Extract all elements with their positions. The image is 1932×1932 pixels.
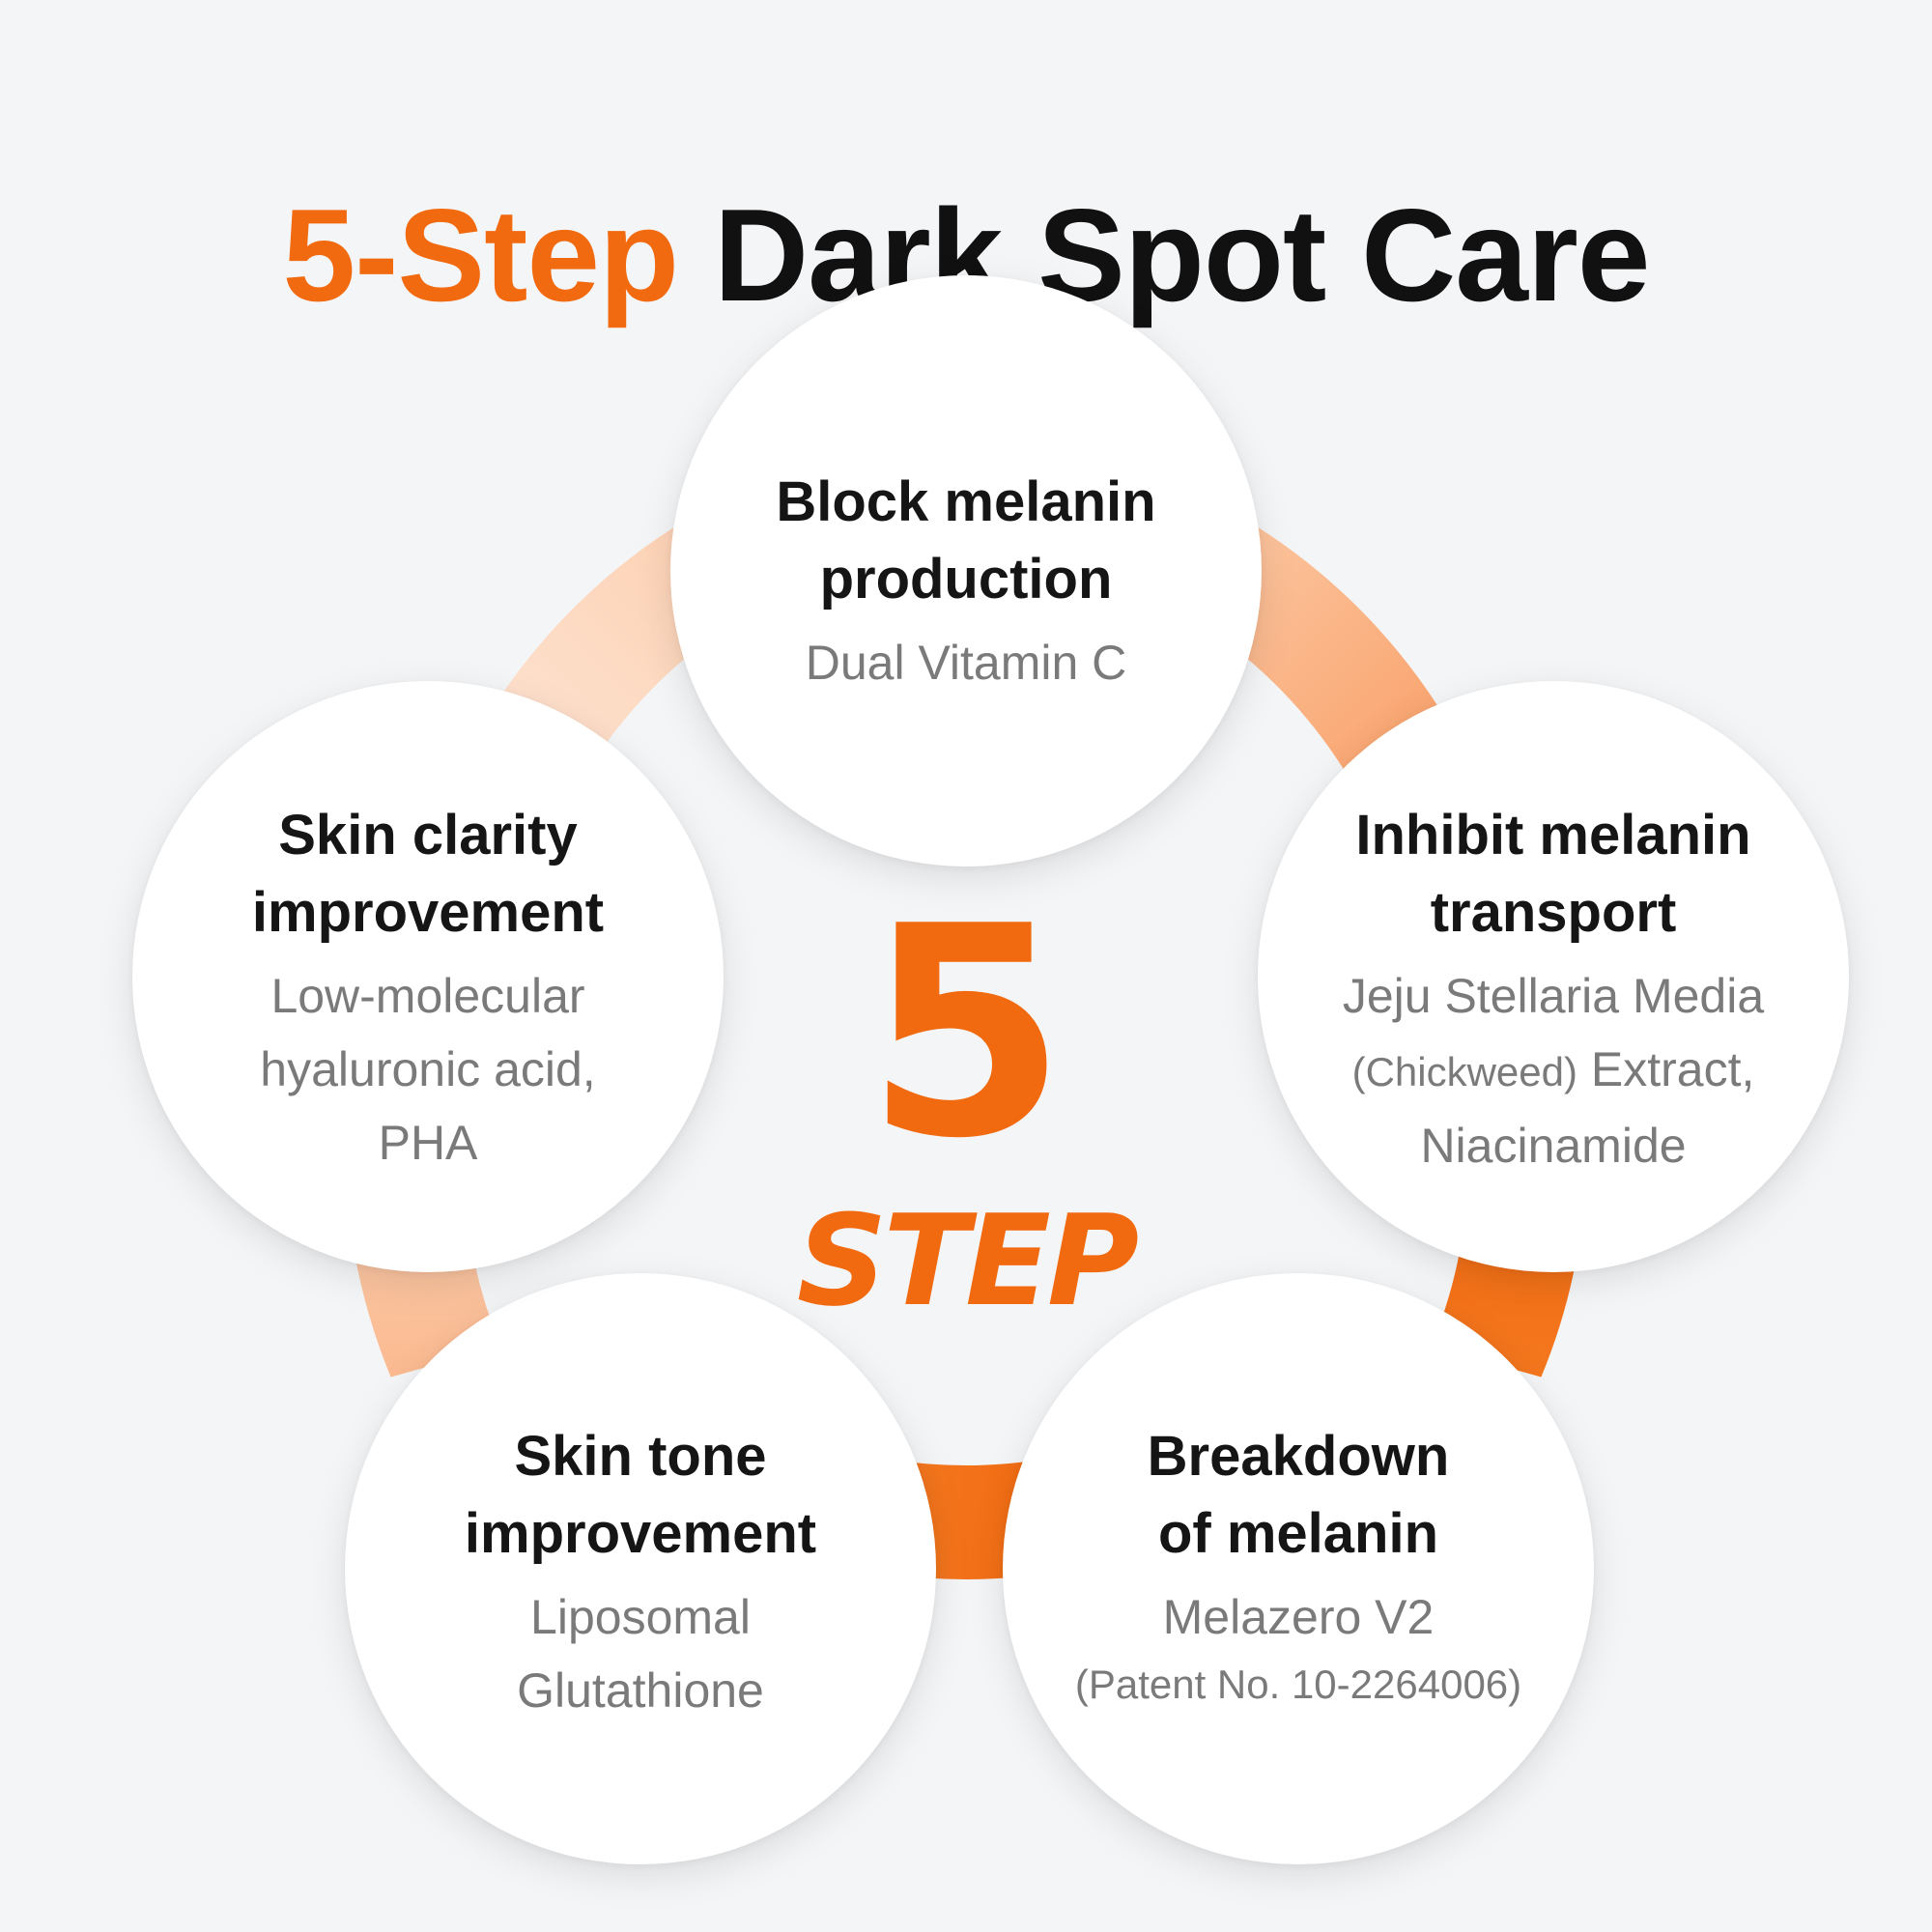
step-heading: Block melanin [776, 470, 1156, 533]
step-ingredient: Dual Vitamin C [805, 636, 1127, 690]
step-heading: Skin tone [514, 1425, 767, 1488]
step-circle-inhibit-melanin-transport: Inhibit melanin transport Jeju Stellaria… [1258, 681, 1849, 1272]
step-ingredient: PHA [378, 1116, 478, 1170]
title-accent: 5-Step [282, 182, 680, 329]
step-ingredient: Extract, [1590, 1042, 1755, 1096]
step-heading: improvement [464, 1502, 817, 1565]
step-heading: production [819, 548, 1113, 611]
step-heading: transport [1430, 881, 1677, 944]
step-ingredient: Melazero V2 [1162, 1590, 1435, 1644]
step-ingredient: Liposomal [530, 1590, 751, 1644]
step-patent-note: (Patent No. 10-2264006) [1074, 1662, 1522, 1707]
step-ingredient-line: (Chickweed) Extract, [1352, 1033, 1755, 1109]
step-heading: improvement [251, 881, 605, 944]
step-circle-breakdown-of-melanin: Breakdown of melanin Melazero V2 (Patent… [1003, 1273, 1594, 1864]
step-ingredient: Glutathione [517, 1663, 764, 1718]
step-ingredient: hyaluronic acid, [260, 1042, 596, 1096]
step-ingredient: Jeju Stellaria Media [1342, 969, 1765, 1023]
step-heading: Inhibit melanin [1355, 804, 1751, 867]
step-heading: of melanin [1157, 1502, 1439, 1565]
step-ingredient-note: (Chickweed) [1351, 1049, 1577, 1094]
step-circle-skin-clarity-improvement: Skin clarity improvement Low-molecular h… [132, 681, 724, 1272]
center-step-number: 5 [865, 865, 1067, 1202]
step-ingredient: Low-molecular [270, 969, 585, 1023]
center-step-label: STEP [796, 1187, 1139, 1334]
step-ingredient: Niacinamide [1420, 1119, 1687, 1173]
step-heading: Breakdown [1147, 1425, 1450, 1488]
step-circle-block-melanin-production: Block melanin production Dual Vitamin C [670, 275, 1262, 867]
step-heading: Skin clarity [278, 804, 578, 867]
step-circle-skin-tone-improvement: Skin tone improvement Liposomal Glutathi… [345, 1273, 936, 1864]
